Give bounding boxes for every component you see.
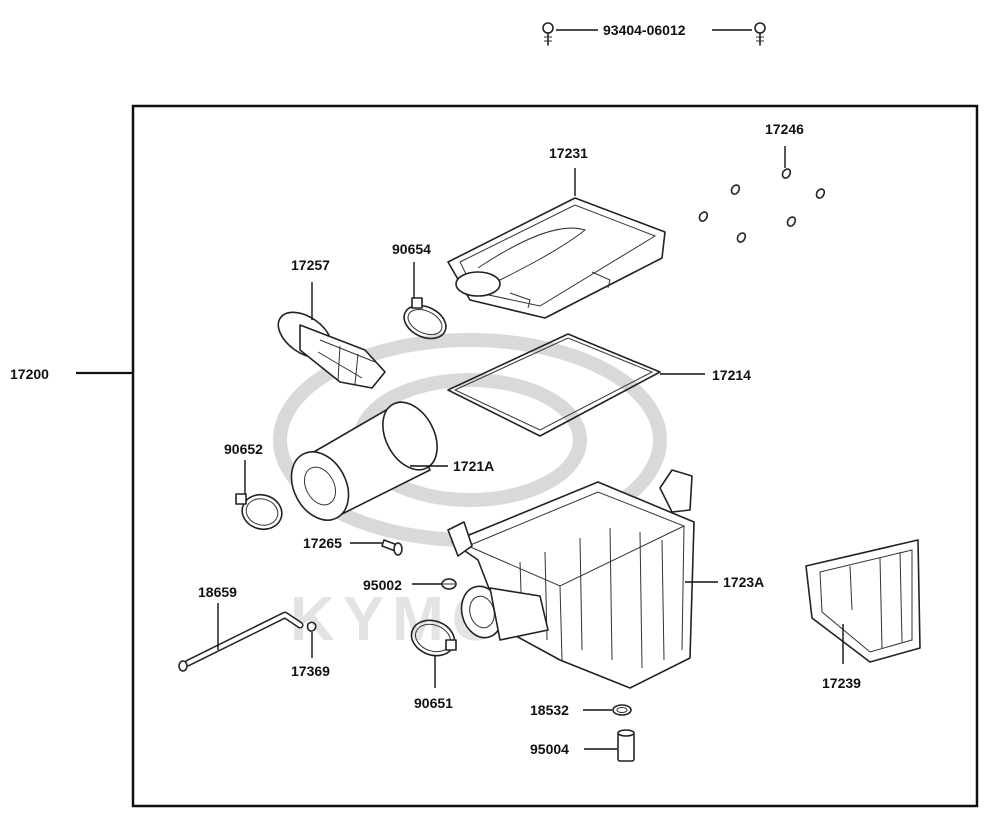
clip-17369 <box>306 621 317 632</box>
clamp-90654 <box>403 297 447 340</box>
air-cleaner-case <box>447 469 695 689</box>
part-label-95002[interactable]: 95002 <box>363 577 402 593</box>
plug-17265 <box>381 539 403 556</box>
part-label-90652[interactable]: 90652 <box>224 441 263 457</box>
part-label-18659[interactable]: 18659 <box>198 584 237 600</box>
part-label-17246[interactable]: 17246 <box>765 121 804 137</box>
part-label-18532[interactable]: 18532 <box>530 702 569 718</box>
ring-18532 <box>612 704 632 716</box>
part-label-17214[interactable]: 17214 <box>712 367 751 383</box>
assembly-frame <box>131 104 979 808</box>
part-label-95004[interactable]: 95004 <box>530 741 569 757</box>
part-label-17265[interactable]: 17265 <box>303 535 342 551</box>
part-label-1721A[interactable]: 1721A <box>453 458 494 474</box>
screw-part-label[interactable]: 93404-06012 <box>603 22 686 38</box>
part-label-17369[interactable]: 17369 <box>291 663 330 679</box>
hose-18659 <box>178 611 304 672</box>
part-label-17239[interactable]: 17239 <box>822 675 861 691</box>
side-cover-17239 <box>805 539 921 663</box>
cap-95004 <box>617 729 635 762</box>
clamp-90652 <box>235 493 283 531</box>
assembly-number-label[interactable]: 17200 <box>10 366 49 382</box>
intake-duct <box>277 311 386 389</box>
air-filter-element <box>290 401 438 521</box>
fitting-95002 <box>441 578 457 590</box>
part-label-90654[interactable]: 90654 <box>392 241 431 257</box>
screw-right <box>754 22 766 46</box>
clamp-90651 <box>410 619 457 657</box>
screw-left <box>542 22 554 46</box>
part-label-17257[interactable]: 17257 <box>291 257 330 273</box>
air-cleaner-cover <box>447 197 666 319</box>
clips-group <box>698 168 826 243</box>
part-label-90651[interactable]: 90651 <box>414 695 453 711</box>
part-label-17231[interactable]: 17231 <box>549 145 588 161</box>
part-label-1723A[interactable]: 1723A <box>723 574 764 590</box>
gasket <box>447 333 661 437</box>
